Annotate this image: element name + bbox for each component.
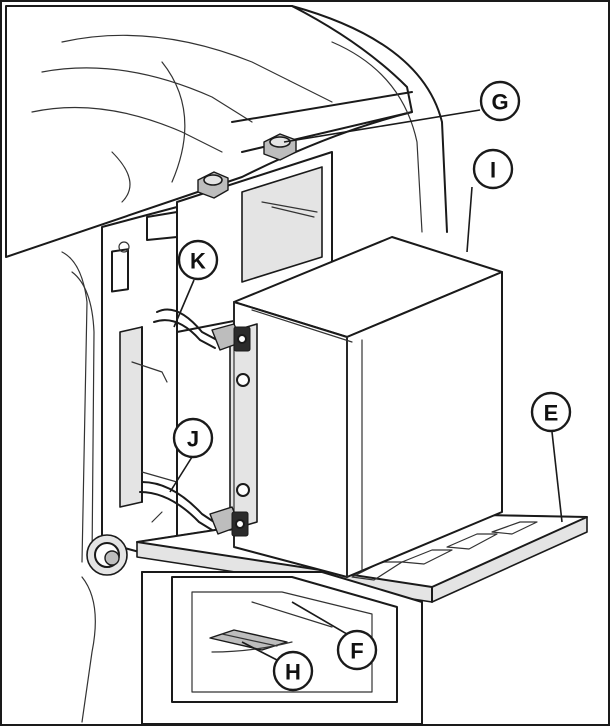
vehicle-body-cowl [5,5,448,258]
negative-cable-j [139,481,249,537]
left-side-bracket [61,206,178,563]
svg-text:J: J [187,427,199,452]
battery-i [229,236,503,578]
svg-text:E: E [544,401,559,426]
callout-g: G [479,80,521,122]
callout-h: H [272,650,314,692]
mounting-nut-g [197,133,297,199]
hold-down-rod-h [209,629,293,653]
callout-i: I [472,148,514,190]
svg-text:K: K [190,249,206,274]
svg-text:G: G [491,90,508,115]
positive-cable-k [153,308,251,352]
callout-k: K [177,239,219,281]
leader-lines [169,109,563,661]
callout-f: F [336,629,378,671]
callout-j: J [172,417,214,459]
svg-text:I: I [490,158,496,183]
svg-text:F: F [350,639,363,664]
svg-text:H: H [285,660,301,685]
lower-grommet [81,534,128,723]
callout-e: E [530,391,572,433]
tray-support-f [141,571,423,725]
